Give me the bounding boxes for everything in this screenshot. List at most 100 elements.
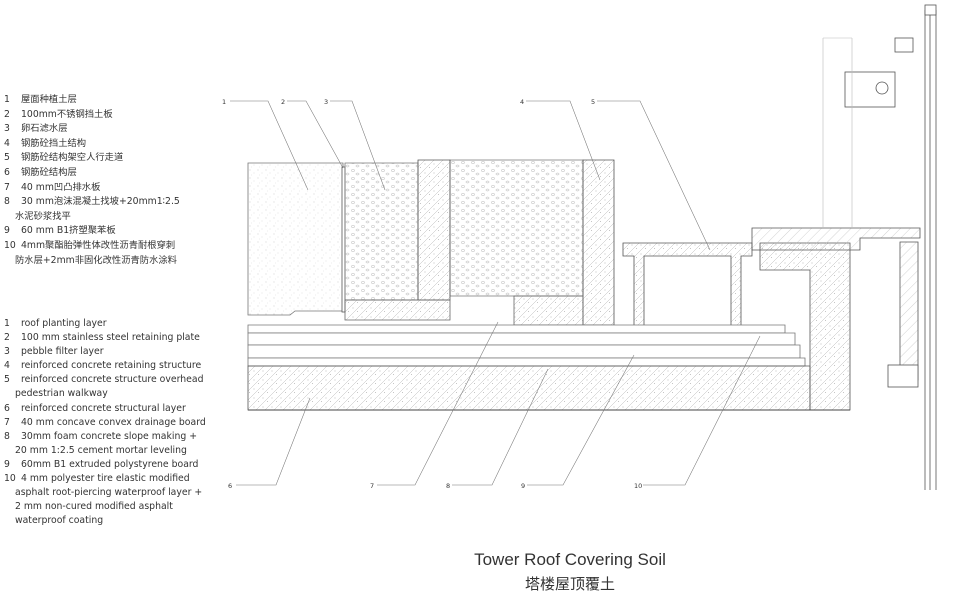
legend-text: 防水层+2mm非固化改性沥青防水涂料 (15, 254, 177, 266)
callout-4: 4 (520, 98, 524, 106)
retaining-wall-a (417, 159, 451, 301)
legend-text: 60mm B1 extruded polystyrene board (21, 458, 199, 470)
legend-number: 8 (4, 196, 10, 208)
legend-number: 6 (4, 402, 10, 414)
legend-row: 1 屋面种植土层 (4, 93, 180, 108)
legend-row: waterproof coating (4, 514, 206, 528)
pebble-filter-layer-2 (449, 159, 584, 297)
legend-text: 钢筋砼结构架空人行走道 (21, 152, 124, 164)
retaining-footing (344, 299, 451, 321)
bracket-upper (894, 37, 914, 53)
callout-7: 7 (370, 482, 374, 490)
legend-row: 1 roof planting layer (4, 317, 206, 331)
legend-number: 8 (4, 430, 10, 442)
legend-row: pedestrian walkway (4, 387, 206, 401)
legend-text: 100mm不锈钢挡土板 (21, 108, 113, 120)
walkway-structure (622, 242, 753, 328)
legend-text: 40 mm concave convex drainage board (21, 416, 206, 428)
legend-text: roof planting layer (21, 318, 107, 329)
callout-9: 9 (521, 482, 525, 490)
legend-number: 6 (4, 166, 10, 178)
legend-row: 2 mm non-cured modified asphalt (4, 500, 206, 514)
planting-soil-layer (247, 162, 344, 316)
legend-row: 9 60mm B1 extruded polystyrene board (4, 458, 206, 472)
callout-numbers: 1 2 3 4 5 6 7 8 9 10 (222, 98, 642, 490)
callout-8: 8 (446, 482, 450, 490)
legend-row: 10 4mm聚酯胎弹性体改性沥青耐根穿刺 (4, 239, 180, 254)
legend-number: 3 (4, 346, 10, 358)
section-geometry (247, 4, 937, 490)
legend-number: 9 (4, 225, 10, 237)
legend-number: 1 (4, 318, 10, 329)
legend-row: 20 mm 1:2.5 cement mortar leveling (4, 444, 206, 458)
leader-2 (287, 100, 344, 169)
legend-text: 30mm foam concrete slope making + (21, 430, 197, 442)
layer-foam-concrete (247, 332, 796, 346)
legend-row: asphalt root-piercing waterproof layer + (4, 486, 206, 500)
legend-number: 9 (4, 458, 10, 470)
legend-text: 40 mm凹凸排水板 (21, 181, 101, 193)
leader-9 (527, 354, 635, 486)
retaining-footing-b (513, 295, 584, 326)
legend-text: reinforced concrete structure overhead (21, 374, 204, 386)
pebble-filter-layer (344, 162, 419, 301)
legend-text: 4mm聚酯胎弹性体改性沥青耐根穿刺 (21, 239, 176, 251)
leader-4 (526, 100, 601, 181)
legend-row: 防水层+2mm非固化改性沥青防水涂料 (4, 254, 180, 269)
legend-text: 2 mm non-cured modified asphalt (15, 501, 173, 513)
coping-cap (751, 227, 921, 251)
legend-number: 7 (4, 181, 10, 193)
legend-text: 水泥砂浆找平 (15, 210, 71, 222)
legend-row: 5 reinforced concrete structure overhead (4, 373, 206, 387)
legend-text: 30 mm泡沫混凝土找坡+20mm1∶2.5 (21, 196, 180, 208)
legend-number: 10 (4, 239, 16, 251)
leader-10 (643, 335, 761, 486)
legend-text: 屋面种植土层 (21, 94, 77, 105)
legend-number: 4 (4, 137, 10, 149)
legend-text: 4 mm polyester tire elastic modified (21, 473, 190, 485)
legend-row: 3 pebble filter layer (4, 345, 206, 359)
legend-text: waterproof coating (15, 515, 104, 527)
legend-row: 8 30 mm泡沫混凝土找坡+20mm1∶2.5 (4, 195, 180, 210)
legend-row: 9 60 mm B1挤塑聚苯板 (4, 224, 180, 239)
leader-5 (597, 100, 711, 251)
leader-6 (236, 397, 311, 486)
legend-row: 水泥砂浆找平 (4, 210, 180, 225)
callout-6: 6 (228, 482, 232, 490)
layer-drainage-board (247, 324, 786, 334)
structural-slab (247, 365, 811, 411)
legend-number: 4 (4, 360, 10, 372)
callout-10: 10 (634, 482, 642, 490)
legend-text: reinforced concrete retaining structure (21, 360, 202, 372)
legend-text: pedestrian walkway (15, 388, 108, 400)
legend-number: 2 (4, 332, 10, 344)
legend-row: 4 reinforced concrete retaining structure (4, 359, 206, 373)
callout-2: 2 (281, 98, 285, 106)
legend-number: 3 (4, 123, 10, 135)
legend-row: 3 卵石滤水层 (4, 122, 180, 137)
legend-number: 5 (4, 374, 10, 386)
legend-row: 4 钢筋砼挡土结构 (4, 137, 180, 152)
legend-text: asphalt root-piercing waterproof layer + (15, 487, 203, 499)
legend-number: 2 (4, 108, 10, 120)
legend-text: pebble filter layer (21, 346, 104, 358)
callout-1: 1 (222, 98, 226, 106)
legend-text: 20 mm 1:2.5 cement mortar leveling (15, 444, 187, 456)
stainless-steel-plate (341, 166, 346, 313)
layer-xps-board (247, 344, 801, 359)
legend-text: 卵石滤水层 (21, 123, 68, 135)
legend-number: 5 (4, 152, 10, 164)
callout-5: 5 (591, 98, 595, 106)
legend-text: 钢筋砼结构层 (21, 166, 77, 178)
legend-text: 钢筋砼挡土结构 (21, 137, 87, 149)
legend-number: 1 (4, 94, 10, 105)
legend-row: 5 钢筋砼结构架空人行走道 (4, 151, 180, 166)
legend-text: 60 mm B1挤塑聚苯板 (21, 225, 116, 237)
